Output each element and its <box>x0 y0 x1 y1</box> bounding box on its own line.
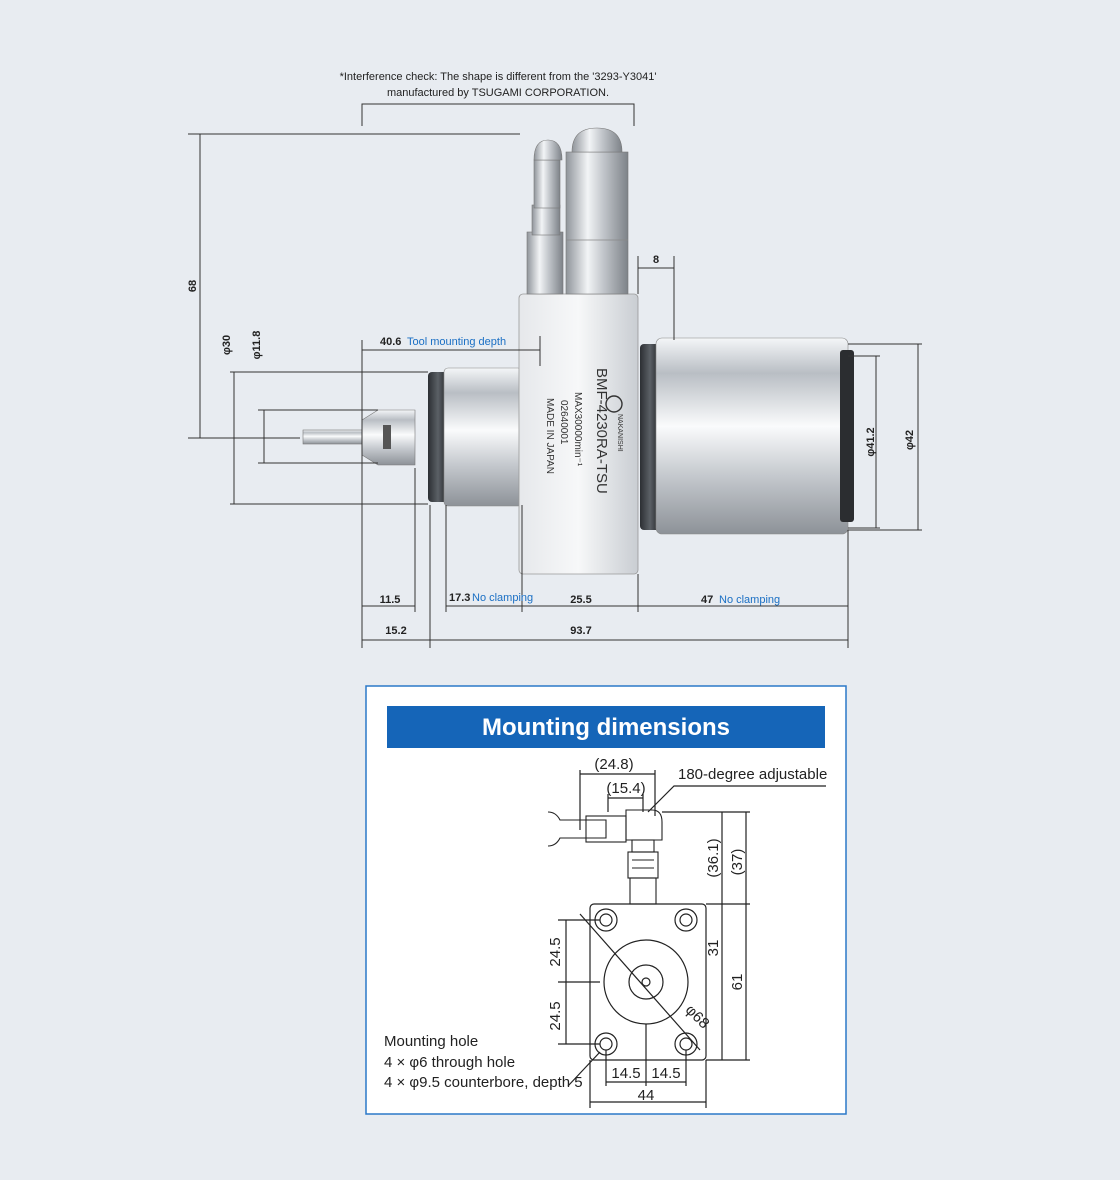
panel-right-dim-lines <box>721 812 747 1060</box>
mounting-panel <box>365 685 847 1115</box>
dim-phi11-8: φ11.8 <box>251 331 263 360</box>
ring-left <box>428 372 448 502</box>
engraving-origin-group: MADE IN JAPAN <box>544 398 555 474</box>
panel-dim-24-5b: 24.5 <box>547 1001 564 1030</box>
engraving-speed: MAX30000min⁻¹ <box>572 392 583 467</box>
fitting-left-base <box>526 231 564 295</box>
panel-title: Mounting dimensions <box>482 714 730 741</box>
dim-68: 68 <box>187 280 199 292</box>
panel-dim-37-group: (37) <box>729 849 746 876</box>
panel-dim-14-5b: 14.5 <box>651 1065 680 1082</box>
dim-93-7: 93.7 <box>570 625 591 637</box>
dim-phi42: φ42 <box>904 430 916 450</box>
dim-phi11-group: φ11.8 <box>251 331 263 360</box>
engraving-brand: NAKANISHI <box>616 414 623 452</box>
dim-8-lines <box>637 256 675 340</box>
panel-through-hole: 4 × φ6 through hole <box>384 1054 515 1071</box>
engraving-origin: MADE IN JAPAN <box>544 398 555 474</box>
panel-dim-14-5a: 14.5 <box>611 1065 640 1082</box>
dim-tool-depth-value: 40.6 <box>380 336 401 348</box>
fitting-left-stem <box>533 159 561 209</box>
nakanishi-logo-icon <box>605 395 623 413</box>
panel-adjustable: 180-degree adjustable <box>678 766 827 783</box>
panel-dim-24-8: (24.8) <box>594 756 633 773</box>
rear-cylinder <box>655 337 849 535</box>
dim-17-3: 17.3 <box>449 592 470 604</box>
engraving-model-group: BMF-4230RA-TSU <box>593 368 610 494</box>
panel-dim-15-4-lines <box>607 794 644 812</box>
fitting-left-hex <box>531 204 561 236</box>
dim-extension-lines <box>361 420 849 648</box>
engraving-serial-group: 02640001 <box>558 400 569 445</box>
panel-title-bar <box>387 706 825 748</box>
panel-dim-31-group: 31 <box>705 940 722 957</box>
ring-right <box>640 344 660 530</box>
dim-47: 47 <box>701 594 713 606</box>
note-line1: *Interference check: The shape is differ… <box>340 71 657 83</box>
panel-right-ext-lines <box>662 811 750 1061</box>
dim-68-lines <box>188 133 520 439</box>
panel-phi68-leader <box>579 913 701 1051</box>
panel-dim-61-group: 61 <box>729 974 746 991</box>
dim-phi30-lines <box>230 371 428 505</box>
tool-shank <box>302 429 366 445</box>
fitting-right-body <box>565 151 629 295</box>
panel-bottom-ext-lines <box>589 1024 707 1108</box>
note-bracket <box>361 103 635 126</box>
panel-dim-31: 31 <box>705 940 722 957</box>
panel-dim-37: (37) <box>729 849 746 876</box>
collet-slot <box>383 425 391 449</box>
panel-dim-24-5b-group: 24.5 <box>547 1001 564 1030</box>
dim-8: 8 <box>653 254 659 266</box>
fitting-right-cap <box>571 127 623 153</box>
dim-25-5: 25.5 <box>570 594 591 606</box>
panel-dim-61: 61 <box>729 974 746 991</box>
dim-phi42-lines <box>848 343 922 531</box>
note-line2: manufactured by TSUGAMI CORPORATION. <box>387 87 609 99</box>
rear-end <box>840 350 854 522</box>
panel-dim-24-5a: 24.5 <box>547 937 564 966</box>
fitting-left-elbow <box>533 139 563 161</box>
engraving-speed-group: MAX30000min⁻¹ <box>572 392 583 467</box>
dim-15-2: 15.2 <box>385 625 406 637</box>
dim-68-group: 68 <box>187 280 199 292</box>
dim-tool-depth-lines <box>361 336 541 420</box>
front-cylinder <box>443 367 523 507</box>
dim-phi41-group: φ41.2 <box>865 427 877 456</box>
panel-hole-leader <box>567 1051 601 1087</box>
panel-dim-24-5a-group: 24.5 <box>547 937 564 966</box>
panel-adjustable-leader <box>647 785 826 813</box>
spindle-illustration <box>302 127 854 575</box>
dim-no-clamping-a: No clamping <box>472 592 533 604</box>
dim-tool-depth-label: Tool mounting depth <box>407 336 506 348</box>
dim-phi41-2: φ41.2 <box>865 427 877 456</box>
panel-mounting-hole: Mounting hole <box>384 1033 478 1050</box>
panel-dim-15-4: (15.4) <box>606 780 645 797</box>
panel-counterbore: 4 × φ9.5 counterbore, depth 5 <box>384 1074 583 1091</box>
dim-phi41-lines <box>848 355 880 529</box>
dim-phi11-lines <box>258 409 378 464</box>
panel-left-dim-lines <box>558 919 600 1045</box>
panel-bottom-dim-lines <box>590 1081 706 1103</box>
engraving-model: BMF-4230RA-TSU <box>593 368 610 494</box>
dim-phi30: φ30 <box>221 335 233 355</box>
engraving-serial: 02640001 <box>558 400 569 445</box>
panel-dim-44: 44 <box>638 1087 655 1104</box>
dim-phi42-group: φ42 <box>904 430 916 450</box>
dim-11-5: 11.5 <box>380 594 401 606</box>
engraving-group: NAKANISHI <box>616 414 623 452</box>
panel-dim-36-1: (36.1) <box>705 838 722 877</box>
panel-dim-36-1-group: (36.1) <box>705 838 722 877</box>
dim-no-clamping-b: No clamping <box>719 594 780 606</box>
dim-phi30-group: φ30 <box>221 335 233 355</box>
